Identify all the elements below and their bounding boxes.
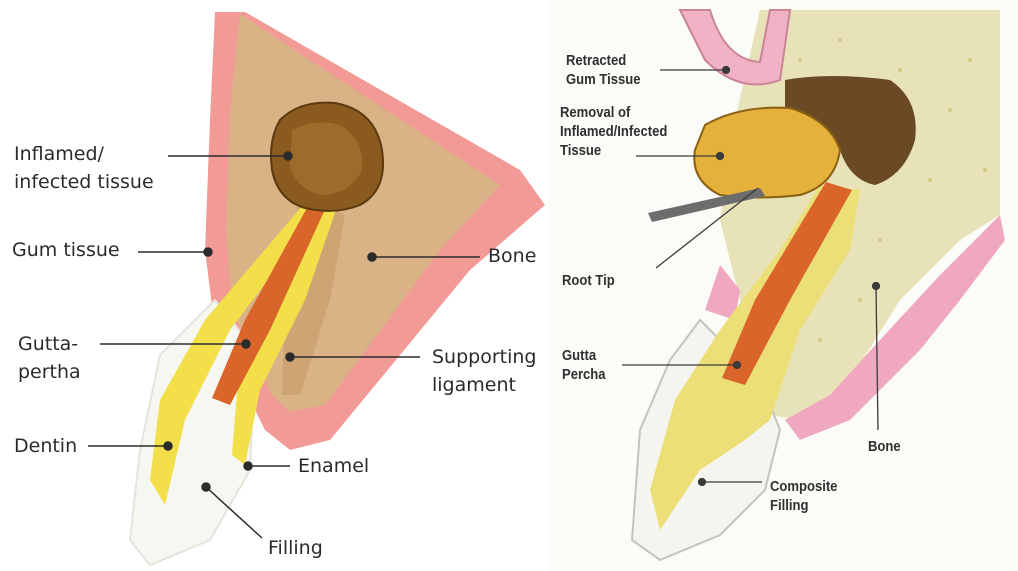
label-removal-inflamed-tissue: Removal of Inflamed/Infected Tissue — [560, 104, 667, 161]
label-supporting-ligament: Supporting ligament — [432, 343, 537, 399]
label-retracted-gum-tissue: Retracted Gum Tissue — [566, 52, 640, 90]
label-gutta-pertha: Gutta- pertha — [18, 330, 81, 386]
label-root-tip: Root Tip — [562, 272, 615, 291]
label-composite-filling: Composite Filling — [770, 478, 837, 516]
label-gutta-percha: Gutta Percha — [562, 347, 606, 385]
label-dentin: Dentin — [14, 432, 77, 460]
right-inflamed-tissue-shape — [694, 108, 840, 198]
label-bone-right: Bone — [868, 438, 901, 457]
label-enamel: Enamel — [298, 452, 369, 480]
label-gum-tissue: Gum tissue — [12, 236, 120, 264]
label-inflamed-tissue: Inflamed/ infected tissue — [14, 140, 154, 196]
label-filling: Filling — [268, 534, 323, 562]
label-bone: Bone — [488, 242, 536, 270]
